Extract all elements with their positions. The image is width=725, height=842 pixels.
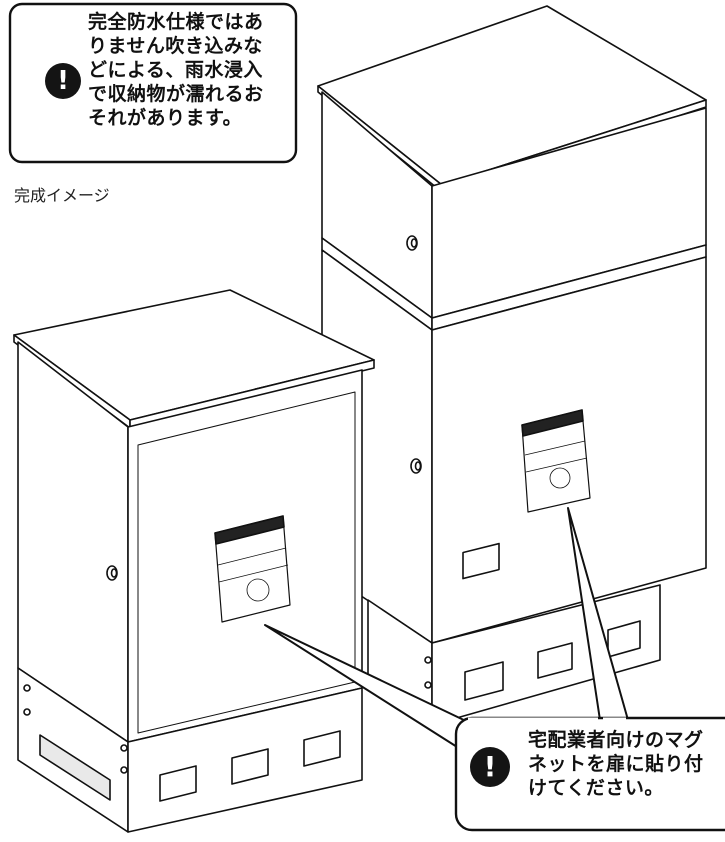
- warning-bottom-text: 宅配業者向けのマグ ネットを扉に貼り付 けてください。: [528, 728, 704, 800]
- warning-callout-bottom: [264, 507, 725, 832]
- warning-top-text: 完全防水仕様ではあ りません吹き込みな どによる、雨水浸入 で収納物が濡れるお …: [88, 10, 264, 130]
- completion-image-caption: 完成イメージ: [14, 186, 110, 205]
- exclamation-icon: !: [45, 63, 81, 99]
- front-base-vent-2: [231, 748, 269, 785]
- warning-top-line: りません吹き込みな: [88, 35, 263, 57]
- tall-base-bolt-1: [424, 656, 432, 664]
- warning-top-line: 完全防水仕様ではあ: [88, 11, 264, 33]
- tall-base-vent-1-shape: [464, 661, 504, 701]
- front-base-bolt-2: [23, 708, 31, 716]
- warning-bottom-line: けてください。: [528, 777, 664, 799]
- warning-callout-bottom-box: [454, 716, 725, 832]
- warning-top-line: で収納物が濡れるお: [88, 83, 264, 105]
- warning-top-line: どによる、雨水浸入: [88, 59, 263, 81]
- front-cabinet: [13, 289, 375, 833]
- tall-cabinet-knob-lower-inner: [414, 461, 422, 471]
- warning-bottom-line: ネットを扉に貼り付: [528, 753, 704, 775]
- tall-base-vent-2-shape: [537, 642, 573, 679]
- front-cabinet-magnet-sticker: [214, 515, 291, 623]
- tall-cabinet: [317, 5, 707, 726]
- exclamation-icon: !: [470, 747, 510, 787]
- tall-base-bolt-2: [424, 681, 432, 689]
- front-base-cutout: [39, 734, 111, 801]
- front-base-vent-3: [303, 730, 341, 767]
- front-base-vent-1: [159, 765, 197, 802]
- front-base-bolt-3: [120, 744, 128, 752]
- front-base-bolt-4: [120, 766, 128, 774]
- tall-cabinet-magnet-sticker: [521, 409, 591, 513]
- warning-bottom-line: 宅配業者向けのマグ: [528, 729, 704, 751]
- tall-base-vent-1: [462, 542, 500, 580]
- warning-top-line: それがあります。: [88, 107, 243, 129]
- warning-callout-top-box: [8, 2, 298, 164]
- front-cabinet-knob-inner: [110, 568, 118, 578]
- front-base-bolt-1: [23, 684, 31, 692]
- tall-cabinet-knob-upper-inner: [410, 238, 418, 248]
